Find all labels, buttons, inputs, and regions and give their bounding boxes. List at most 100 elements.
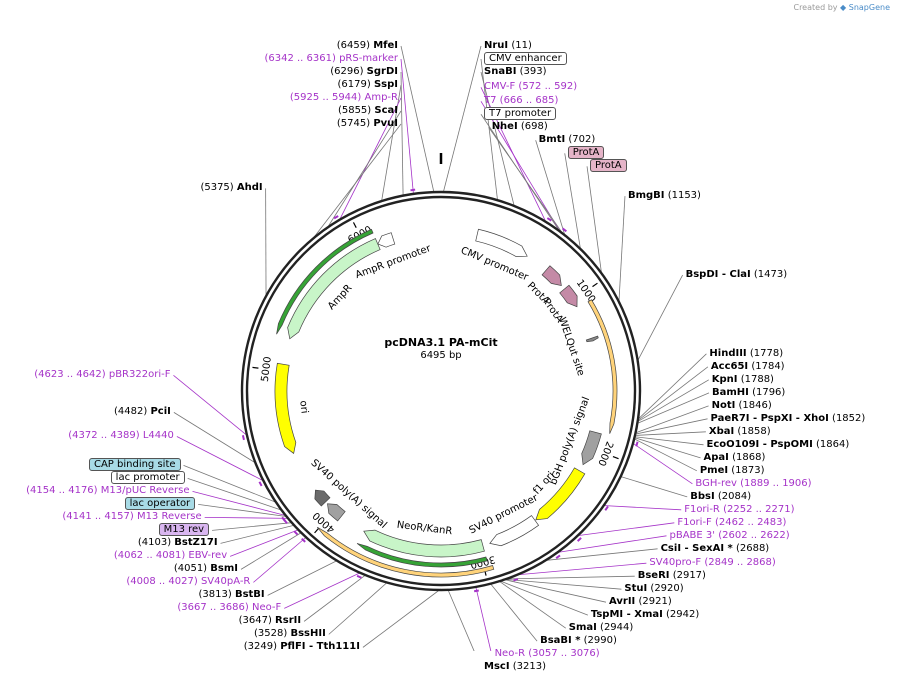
map-label-smai[interactable]: SmaI (2944) — [569, 622, 634, 634]
map-label-msci[interactable]: MscI (3213) — [484, 661, 546, 673]
label-name: SspI — [374, 79, 398, 90]
map-label-rsrii[interactable]: (3647) RsrII — [239, 615, 301, 627]
map-label-bstz17i[interactable]: (4103) BstZ17I — [138, 537, 218, 549]
label-position: (1846) — [739, 400, 772, 411]
map-label-cmv-enhancer[interactable]: CMV enhancer — [484, 53, 567, 65]
label-position: (572 .. 592) — [518, 81, 577, 92]
map-label-neo-r[interactable]: Neo-R (3057 .. 3076) — [495, 648, 600, 660]
label-position: (2688) — [736, 543, 769, 554]
label-name: M13 rev — [159, 523, 210, 536]
map-label-sv40pro-f[interactable]: SV40pro-F (2849 .. 2868) — [649, 557, 775, 569]
map-label-prota[interactable]: ProtA — [568, 147, 605, 159]
map-label-ebv-rev[interactable]: (4062 .. 4081) EBV-rev — [114, 550, 227, 562]
label-position: (1858) — [737, 426, 770, 437]
label-name: ApaI — [704, 452, 729, 463]
map-label-pvui[interactable]: (5745) PvuI — [337, 118, 398, 130]
map-label-cap-binding-site[interactable]: CAP binding site — [89, 459, 181, 471]
map-label-xbai[interactable]: XbaI (1858) — [709, 426, 771, 438]
map-label-m13-rev[interactable]: M13 rev — [159, 524, 210, 536]
label-name: PvuI — [373, 118, 398, 129]
label-name: lac promoter — [111, 471, 185, 484]
label-name: lac operator — [125, 497, 196, 510]
map-label-kpni[interactable]: KpnI (1788) — [712, 374, 774, 386]
label-position: (4008 .. 4027) — [126, 576, 197, 587]
label-name: BGH-rev — [695, 478, 737, 489]
map-label-noti[interactable]: NotI (1846) — [712, 400, 772, 412]
label-name: StuI — [624, 583, 647, 594]
label-position: (2920) — [650, 583, 683, 594]
map-label-nhei[interactable]: NheI (698) — [492, 121, 548, 133]
map-label-bbsi[interactable]: BbsI (2084) — [690, 491, 751, 503]
label-position: (6179) — [338, 79, 371, 90]
map-label-hindiii[interactable]: HindIII (1778) — [709, 348, 783, 360]
map-label-t7-promoter[interactable]: T7 promoter — [484, 108, 556, 120]
map-label-bsshii[interactable]: (3528) BssHII — [254, 628, 326, 640]
map-label-avrii[interactable]: AvrII (2921) — [609, 596, 672, 608]
map-label-bstbi[interactable]: (3813) BstBI — [199, 589, 265, 601]
label-name: MfeI — [373, 40, 398, 51]
label-name: MscI — [484, 661, 510, 672]
map-label-lac-operator[interactable]: lac operator — [125, 498, 196, 510]
map-label-prs-marker[interactable]: (6342 .. 6361) pRS-marker — [264, 53, 398, 65]
map-label-pbr322ori-f[interactable]: (4623 .. 4642) pBR322ori-F — [34, 369, 170, 381]
map-label-neo-f[interactable]: (3667 .. 3686) Neo-F — [177, 602, 281, 614]
label-position: (4372 .. 4389) — [68, 430, 139, 441]
map-label-amp-r[interactable]: (5925 .. 5944) Amp-R — [290, 92, 398, 104]
map-label-f1ori-r[interactable]: F1ori-R (2252 .. 2271) — [684, 504, 794, 516]
map-label-lac-promoter[interactable]: lac promoter — [111, 472, 185, 484]
map-label-sgrdi[interactable]: (6296) SgrDI — [330, 66, 398, 78]
map-label-stui[interactable]: StuI (2920) — [624, 583, 683, 595]
map-label-apai[interactable]: ApaI (1868) — [704, 452, 766, 464]
label-position: (5855) — [338, 105, 371, 116]
map-label-f1ori-f[interactable]: F1ori-F (2462 .. 2483) — [677, 517, 786, 529]
map-label-mfei[interactable]: (6459) MfeI — [337, 40, 398, 52]
label-position: (4051) — [174, 563, 207, 574]
map-label-m13-reverse[interactable]: (4141 .. 4157) M13 Reverse — [62, 511, 201, 523]
snapgene-logo: ◆ SnapGene — [840, 3, 890, 12]
map-label-bmti[interactable]: BmtI (702) — [539, 134, 596, 146]
label-position: (2990) — [584, 635, 617, 646]
label-name: SV40pro-F — [649, 557, 701, 568]
map-label-paer7i-pspxi-xhoi[interactable]: PaeR7I - PspXI - XhoI (1852) — [711, 413, 866, 425]
map-label-bseri[interactable]: BseRI (2917) — [638, 570, 706, 582]
label-name: SV40pA-R — [201, 576, 250, 587]
map-label-t7[interactable]: T7 (666 .. 685) — [484, 95, 558, 107]
label-name: Neo-F — [252, 602, 281, 613]
map-label-m13-puc-reverse[interactable]: (4154 .. 4176) M13/pUC Reverse — [26, 485, 189, 497]
label-position: (11) — [511, 40, 532, 51]
label-name: NotI — [712, 400, 736, 411]
label-name: SmaI — [569, 622, 597, 633]
map-label-snabi[interactable]: SnaBI (393) — [484, 66, 547, 78]
label-position: (4623 .. 4642) — [34, 369, 105, 380]
label-name: SnaBI — [484, 66, 516, 77]
label-position: (2921) — [638, 596, 671, 607]
map-label-tspmi-xmai[interactable]: TspMI - XmaI (2942) — [591, 609, 699, 621]
label-name: BamHI — [712, 387, 749, 398]
map-label-ahdi[interactable]: (5375) AhdI — [200, 182, 262, 194]
map-label-prota[interactable]: ProtA — [590, 160, 627, 172]
label-name: BstBI — [235, 589, 265, 600]
map-label-cmv-f[interactable]: CMV-F (572 .. 592) — [484, 81, 577, 93]
map-label-sv40pa-r[interactable]: (4008 .. 4027) SV40pA-R — [126, 576, 250, 588]
map-label-nrui[interactable]: NruI (11) — [484, 40, 532, 52]
map-label-l4440[interactable]: (4372 .. 4389) L4440 — [68, 430, 174, 442]
map-label-acc65i[interactable]: Acc65I (1784) — [711, 361, 785, 373]
map-label-pcii[interactable]: (4482) PciI — [114, 406, 171, 418]
label-position: (4141 .. 4157) — [62, 511, 133, 522]
map-label-bsabi[interactable]: BsaBI * (2990) — [540, 635, 617, 647]
label-name: Neo-R — [495, 648, 526, 659]
map-label-bgh-rev[interactable]: BGH-rev (1889 .. 1906) — [695, 478, 811, 490]
map-label-scai[interactable]: (5855) ScaI — [338, 105, 398, 117]
map-label-ecoo109i-pspomi[interactable]: EcoO109I - PspOMI (1864) — [707, 439, 850, 451]
label-name: ProtA — [590, 159, 627, 172]
map-label-csii-sexai[interactable]: CsiI - SexAI * (2688) — [661, 543, 770, 555]
map-label-bamhi[interactable]: BamHI (1796) — [712, 387, 785, 399]
map-label-pmei[interactable]: PmeI (1873) — [700, 465, 765, 477]
map-label-pbabe-3[interactable]: pBABE 3' (2602 .. 2622) — [669, 530, 789, 542]
map-label-pflfi-tth111i[interactable]: (3249) PflFI - Tth111I — [244, 641, 360, 653]
map-label-bsmi[interactable]: (4051) BsmI — [174, 563, 238, 575]
map-label-sspi[interactable]: (6179) SspI — [338, 79, 399, 91]
map-label-bspdi-clai[interactable]: BspDI - ClaI (1473) — [686, 269, 788, 281]
label-name: PmeI — [700, 465, 728, 476]
map-label-bmgbi[interactable]: BmgBI (1153) — [628, 190, 701, 202]
